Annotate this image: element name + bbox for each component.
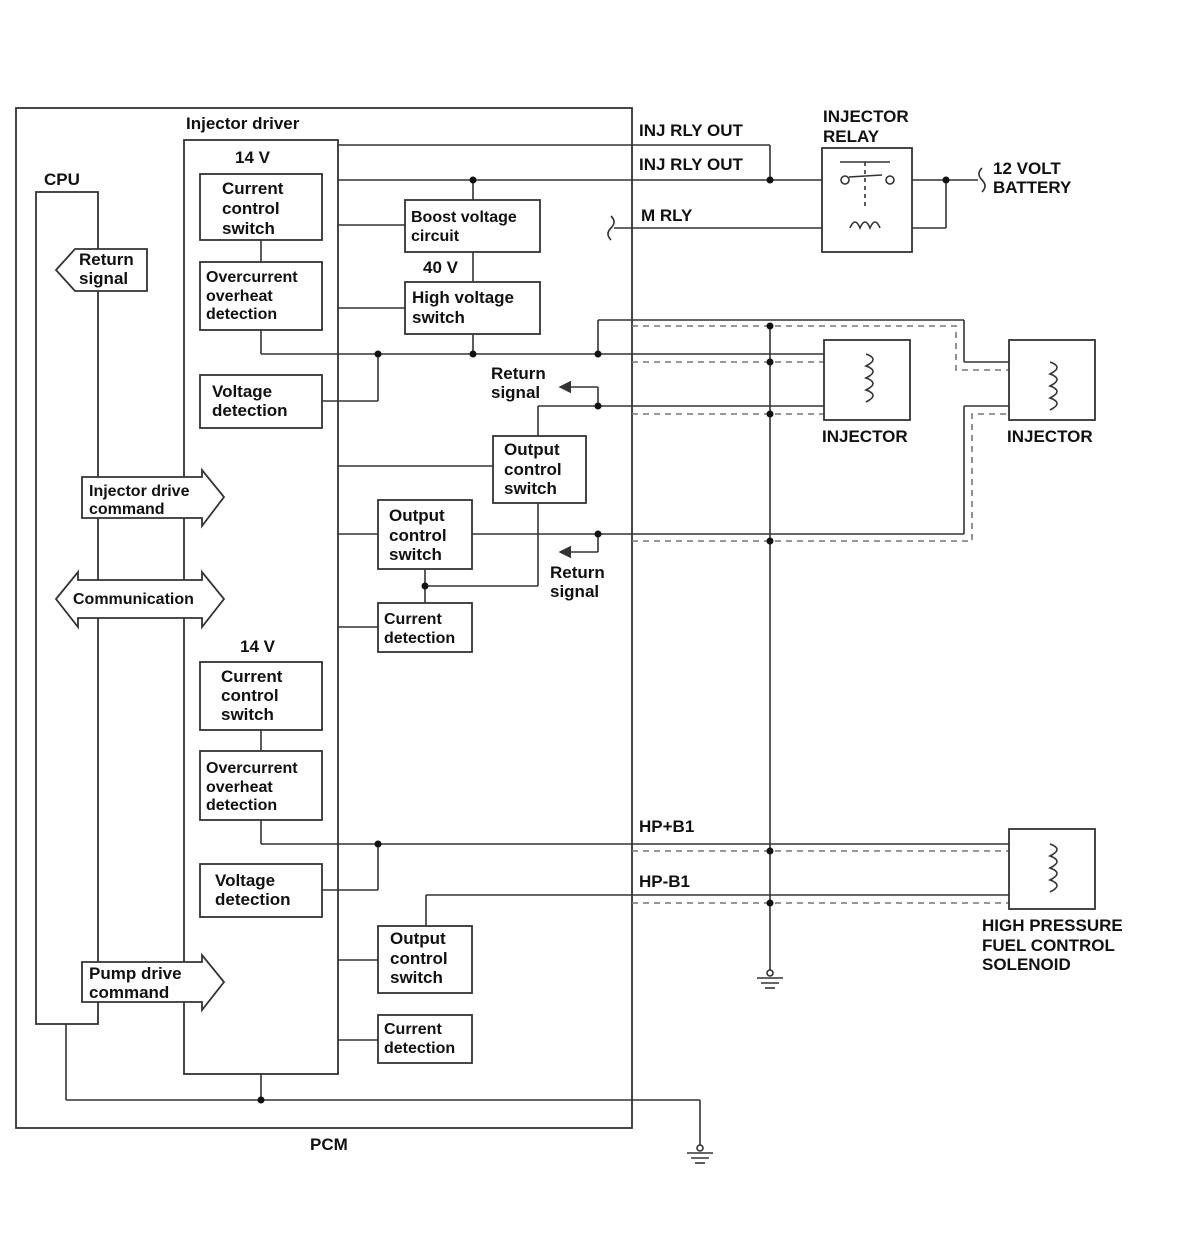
svg-text:signal: signal (79, 269, 128, 288)
overcurrent-overheat-detection-box: Overcurrent overheat detection (199, 750, 323, 821)
svg-text:switch: switch (222, 219, 275, 238)
cpu-label: CPU (44, 170, 80, 189)
svg-text:detection: detection (206, 797, 277, 814)
svg-text:Output: Output (504, 440, 560, 459)
battery-label: 12 VOLT (993, 159, 1061, 178)
svg-text:circuit: circuit (411, 228, 460, 245)
injector-relay-label: INJECTOR (823, 107, 909, 126)
svg-text:control: control (390, 949, 448, 968)
svg-text:control: control (221, 686, 279, 705)
svg-text:detection: detection (384, 630, 455, 647)
output-control-switch-box: Output control switch (492, 435, 587, 504)
voltage-14v-label: 14 V (240, 637, 276, 656)
pcm-label: PCM (310, 1135, 348, 1154)
injector-drive-command-arrow: Injector drive command (81, 467, 226, 529)
high-voltage-switch-box: High voltage switch (404, 281, 541, 335)
svg-text:switch: switch (390, 968, 443, 987)
svg-text:switch: switch (221, 705, 274, 724)
output-control-switch-box: Output control switch (377, 925, 473, 994)
return-signal-label: Return (491, 364, 546, 383)
return-signal-label: signal (491, 383, 540, 402)
svg-text:Return: Return (79, 250, 134, 269)
boost-voltage-circuit-box: Boost voltage circuit (404, 199, 541, 253)
svg-text:switch: switch (504, 479, 557, 498)
voltage-detection-box: Voltage detection (199, 374, 323, 429)
injector-2 (1008, 339, 1096, 421)
svg-text:Injector drive: Injector drive (89, 483, 190, 500)
return-signal-arrow: Return signal (54, 248, 148, 292)
svg-text:overheat: overheat (206, 779, 273, 796)
svg-text:control: control (222, 199, 280, 218)
svg-text:Voltage: Voltage (212, 382, 272, 401)
inj-rly-out-label: INJ RLY OUT (639, 155, 744, 174)
svg-text:control: control (504, 460, 562, 479)
current-control-switch-box: Current control switch (199, 661, 323, 731)
svg-text:Overcurrent: Overcurrent (206, 269, 298, 286)
svg-text:detection: detection (206, 306, 277, 323)
shield-lines (632, 325, 1009, 904)
svg-text:High voltage: High voltage (412, 288, 514, 307)
current-control-switch-box: Current control switch (199, 173, 323, 241)
injector-label: INJECTOR (822, 427, 908, 446)
junction-dots (257, 176, 950, 1104)
return-signal-label: signal (550, 582, 599, 601)
current-detection-box: Current detection (377, 602, 473, 653)
svg-text:Boost voltage: Boost voltage (411, 209, 517, 226)
svg-text:Current: Current (222, 179, 284, 198)
current-detection-box: Current detection (377, 1014, 473, 1064)
solenoid-label: FUEL CONTROL (982, 936, 1115, 955)
svg-text:Voltage: Voltage (215, 871, 275, 890)
svg-text:Output: Output (389, 506, 445, 525)
svg-text:overheat: overheat (206, 288, 273, 305)
svg-text:Current: Current (221, 667, 283, 686)
ground-icon (757, 969, 783, 989)
injector-driver-label: Injector driver (186, 114, 300, 133)
ground-icon (687, 1144, 713, 1164)
svg-text:control: control (389, 526, 447, 545)
voltage-14v-label: 14 V (235, 148, 271, 167)
injector-relay (821, 147, 913, 253)
output-control-switch-box: Output control switch (377, 499, 473, 570)
pump-drive-command-arrow: Pump drive command (81, 952, 226, 1013)
internal-wiring (65, 144, 1009, 1145)
inj-rly-out-label: INJ RLY OUT (639, 121, 744, 140)
injector-relay-label: RELAY (823, 127, 880, 146)
hp-b1-plus-label: HP+B1 (639, 817, 694, 836)
voltage-40v-label: 40 V (423, 258, 459, 277)
voltage-detection-box: Voltage detection (199, 863, 323, 918)
injector-1 (823, 339, 911, 421)
svg-text:command: command (89, 501, 165, 518)
return-signal-label: Return (550, 563, 605, 582)
svg-text:command: command (89, 983, 169, 1002)
svg-text:switch: switch (389, 545, 442, 564)
hp-b1-minus-label: HP-B1 (639, 872, 690, 891)
injector-label: INJECTOR (1007, 427, 1093, 446)
solenoid-label: HIGH PRESSURE (982, 916, 1123, 935)
svg-text:Pump drive: Pump drive (89, 964, 182, 983)
svg-text:Overcurrent: Overcurrent (206, 760, 298, 777)
overcurrent-overheat-detection-box: Overcurrent overheat detection (199, 261, 323, 331)
communication-arrow: Communication (54, 569, 226, 630)
solenoid-label: SOLENOID (982, 955, 1071, 974)
svg-text:switch: switch (412, 308, 465, 327)
svg-text:detection: detection (212, 401, 288, 420)
svg-text:Current: Current (384, 1021, 442, 1038)
svg-text:Output: Output (390, 929, 446, 948)
svg-text:detection: detection (384, 1040, 455, 1057)
svg-text:Communication: Communication (73, 591, 194, 608)
m-rly-label: M RLY (641, 206, 693, 225)
battery-label: BATTERY (993, 178, 1072, 197)
pcm-enclosure (15, 107, 633, 1129)
svg-text:detection: detection (215, 890, 291, 909)
high-pressure-fuel-control-solenoid (1008, 828, 1096, 910)
svg-text:Current: Current (384, 611, 442, 628)
